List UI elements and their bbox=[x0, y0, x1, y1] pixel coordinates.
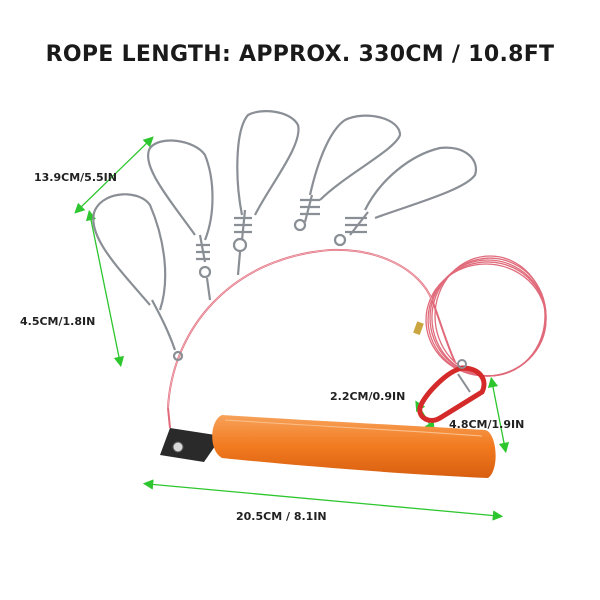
snap-clip-3 bbox=[232, 110, 300, 276]
carabiner-width-label: 2.2CM/0.9IN bbox=[330, 390, 406, 403]
snap-clip-1 bbox=[92, 193, 184, 362]
float-length-guide bbox=[142, 479, 504, 521]
orange-float bbox=[160, 407, 496, 478]
snap-clip-5 bbox=[333, 146, 478, 247]
clip-width-guide bbox=[85, 209, 125, 368]
rope-length-heading: ROPE LENGTH: APPROX. 330CM / 10.8FT bbox=[45, 42, 555, 67]
clip-width-label: 4.5CM/1.8IN bbox=[20, 315, 96, 328]
carabiner-length-guide bbox=[487, 376, 510, 454]
float-length-label: 20.5CM / 8.1IN bbox=[236, 510, 327, 523]
carabiner-length-label: 4.8CM/1.9IN bbox=[449, 418, 525, 431]
red-carabiner bbox=[417, 359, 487, 423]
crimp bbox=[413, 321, 424, 336]
snap-clip-2 bbox=[147, 139, 214, 301]
coiled-cable bbox=[425, 255, 547, 377]
clip-length-guide bbox=[74, 136, 154, 214]
clip-length-label: 13.9CM/5.5IN bbox=[34, 171, 117, 184]
snap-clip-4 bbox=[293, 114, 402, 232]
